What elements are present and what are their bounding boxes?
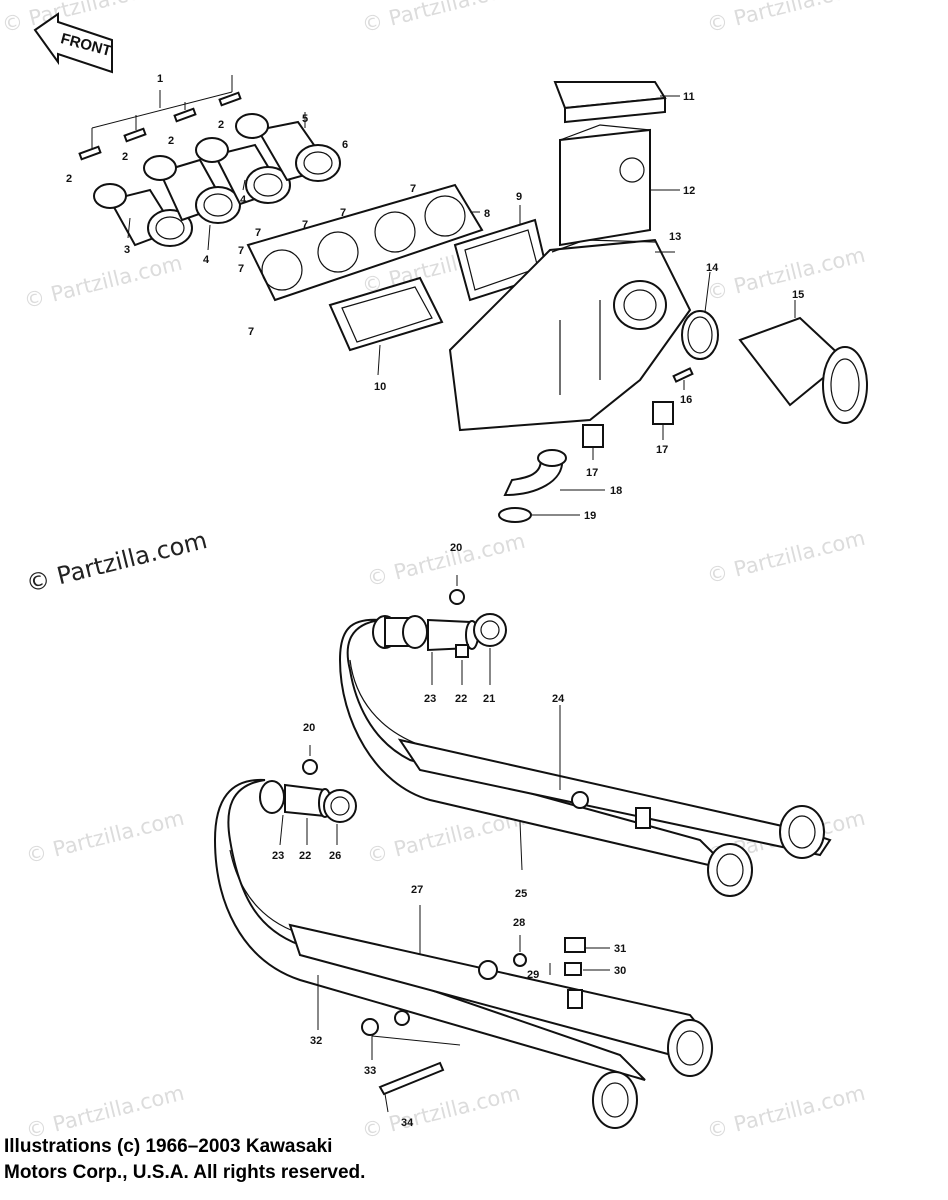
- upper-muffler-assembly: [338, 618, 832, 897]
- callout-13: 13: [669, 231, 681, 243]
- air-cleaner-gaskets: [246, 183, 550, 376]
- callout-20: 20: [303, 722, 315, 734]
- callout-23: 23: [272, 850, 284, 862]
- callout-26: 26: [329, 850, 341, 862]
- callout-23: 23: [424, 693, 436, 705]
- callout-7: 7: [255, 227, 261, 239]
- callout-10: 10: [374, 381, 386, 393]
- upper-exhaust-joints: [372, 575, 507, 685]
- callout-25: 25: [515, 888, 527, 900]
- callout-34: 34: [401, 1117, 414, 1129]
- callout-22: 22: [455, 693, 467, 705]
- callout-17: 17: [656, 444, 668, 456]
- callout-11: 11: [683, 91, 695, 103]
- callout-31: 31: [614, 943, 626, 955]
- muffler-mounting-hardware: [361, 935, 610, 1113]
- callout-4: 4: [203, 254, 210, 266]
- front-direction-arrow: FRONT: [33, 12, 113, 74]
- callout-2: 2: [122, 151, 128, 163]
- callout-7: 7: [302, 219, 308, 231]
- callout-2: 2: [66, 173, 72, 185]
- copyright-notice: Illustrations (c) 1966–2003 Kawasaki Mot…: [4, 1134, 365, 1186]
- callout-12: 12: [683, 185, 695, 197]
- callout-4: 4: [240, 194, 247, 206]
- callout-15: 15: [792, 289, 804, 301]
- callout-1: 1: [157, 73, 163, 85]
- diagram-drawing: FRONT: [33, 12, 868, 1129]
- callout-27: 27: [411, 884, 423, 896]
- lower-exhaust-joints: [259, 745, 357, 846]
- callout-6: 6: [342, 139, 348, 151]
- lower-muffler-assembly: [213, 778, 713, 1129]
- callout-7: 7: [238, 245, 244, 257]
- callout-16: 16: [680, 394, 692, 406]
- callout-numbers: 1 2 2 2 2 3 4 4 5 6 7 7 7 7 7 7 7 8 9 10…: [66, 73, 804, 1129]
- callout-28: 28: [513, 917, 525, 929]
- callout-20: 20: [450, 542, 462, 554]
- callout-19: 19: [584, 510, 596, 522]
- callout-7: 7: [410, 183, 416, 195]
- air-cleaner-housing: [448, 238, 692, 432]
- callout-3: 3: [124, 244, 130, 256]
- callout-5: 5: [302, 113, 308, 125]
- callout-2: 2: [168, 135, 174, 147]
- callout-18: 18: [610, 485, 622, 497]
- callout-7: 7: [340, 207, 346, 219]
- callout-32: 32: [310, 1035, 322, 1047]
- copyright-line-2: Motors Corp., U.S.A. All rights reserved…: [4, 1162, 366, 1183]
- air-filter-element: [553, 81, 680, 247]
- callout-24: 24: [552, 693, 565, 705]
- drain-fittings: [498, 401, 674, 523]
- callout-8: 8: [484, 208, 490, 220]
- callout-9: 9: [516, 191, 522, 203]
- callout-7: 7: [238, 263, 244, 275]
- intake-clamp-and-element: [672, 271, 868, 424]
- callout-22: 22: [299, 850, 311, 862]
- callout-21: 21: [483, 693, 495, 705]
- callout-17: 17: [586, 467, 598, 479]
- callout-33: 33: [364, 1065, 376, 1077]
- callout-29: 29: [527, 969, 539, 981]
- callout-30: 30: [614, 965, 626, 977]
- copyright-line-1: Illustrations (c) 1966–2003 Kawasaki: [4, 1136, 333, 1157]
- carb-holders: [78, 75, 341, 251]
- callout-2: 2: [218, 119, 224, 131]
- callout-14: 14: [706, 262, 719, 274]
- callout-7: 7: [248, 326, 254, 338]
